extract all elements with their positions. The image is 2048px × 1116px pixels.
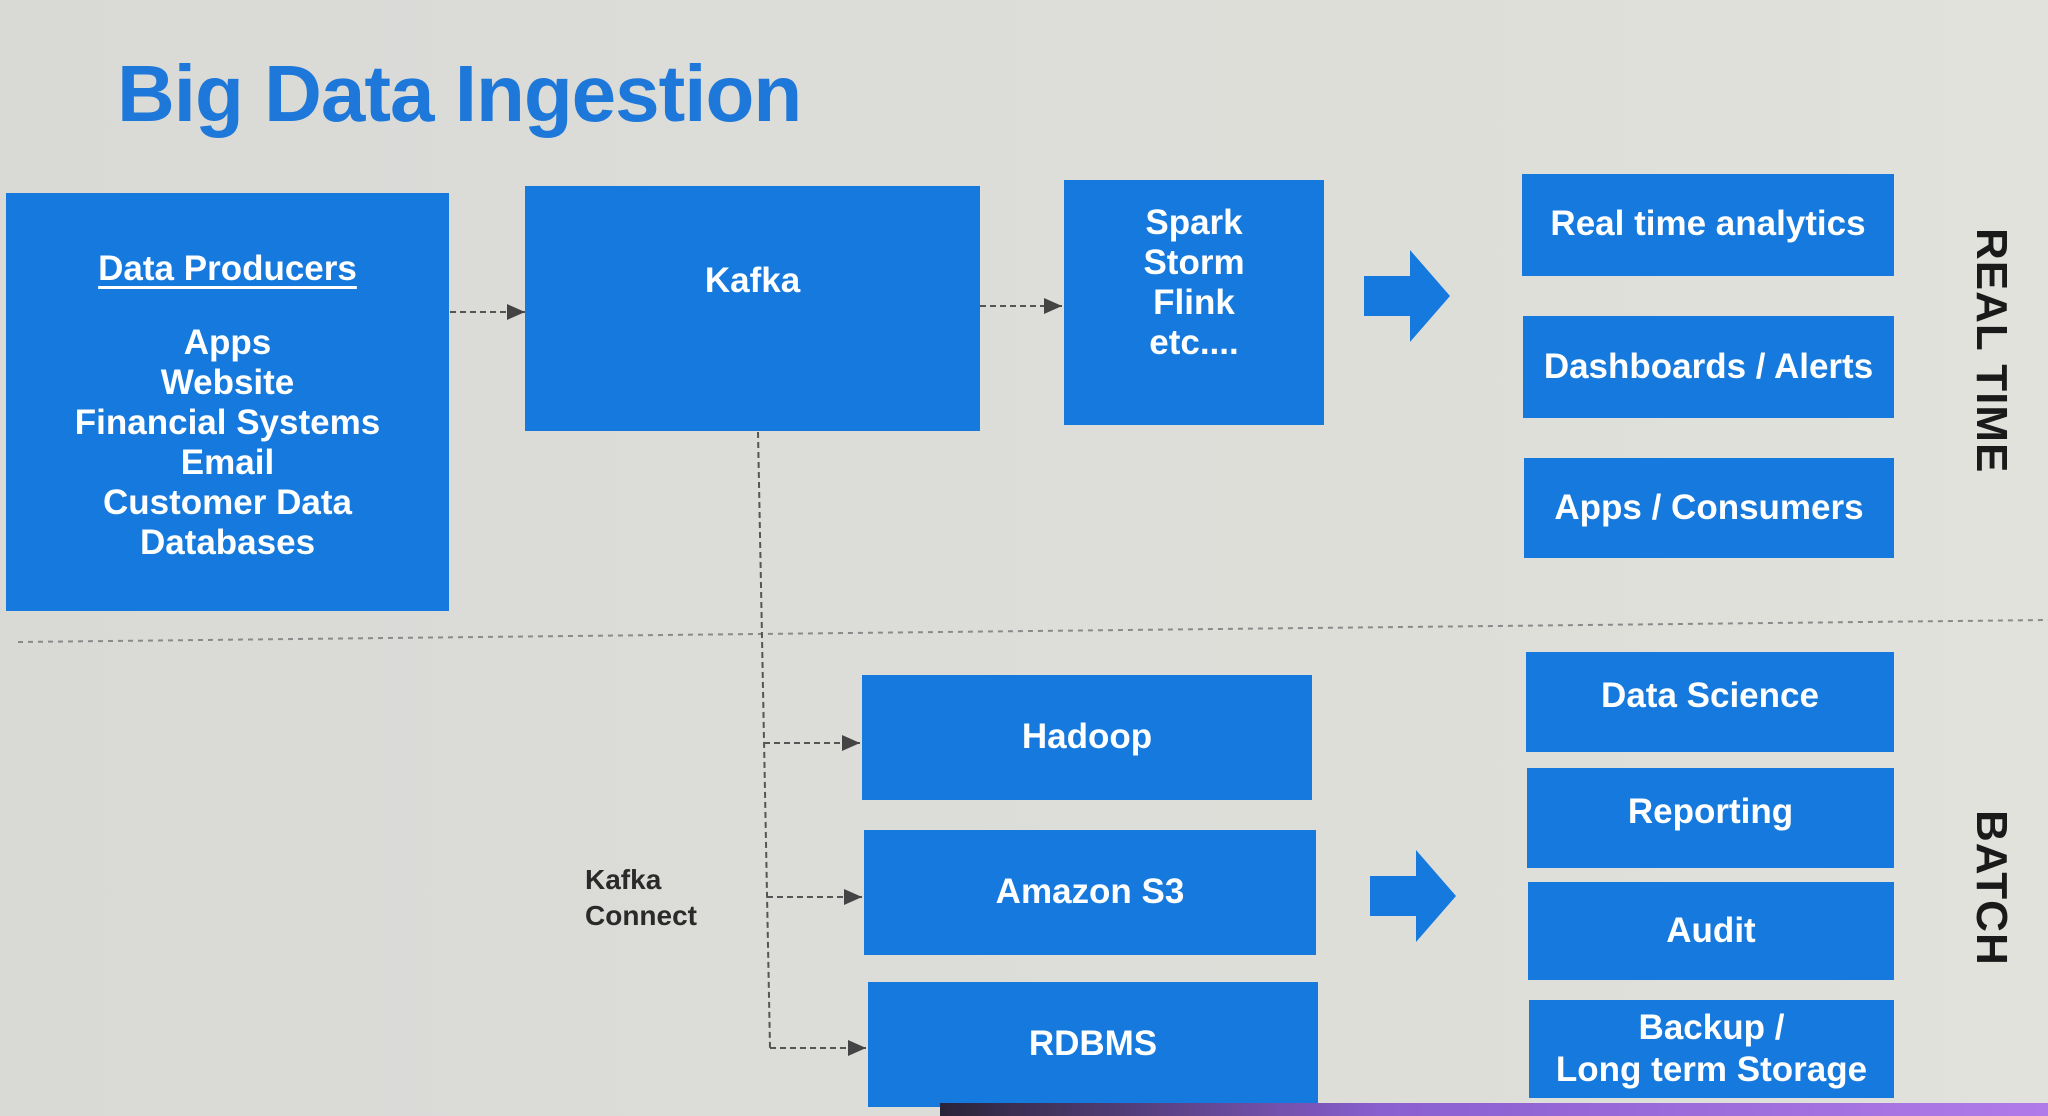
batch-section-label: BATCH <box>1967 810 2016 966</box>
realtime-output-box: Real time analytics <box>1522 174 1894 276</box>
kafka-label: Kafka <box>704 261 801 301</box>
realtime-output-box: Dashboards / Alerts <box>1523 316 1894 418</box>
right-arrow-icon <box>1364 250 1450 342</box>
realtime-output-label: Apps / Consumers <box>1554 487 1864 527</box>
kafka-connect-line: Kafka <box>585 864 662 895</box>
processor-item: Storm <box>1143 242 1245 282</box>
batch-output-box: Data Science <box>1526 652 1894 752</box>
producer-item: Website <box>160 363 295 403</box>
realtime-output-box: Apps / Consumers <box>1524 458 1894 558</box>
realtime-output-label: Real time analytics <box>1550 203 1866 243</box>
data-producers-box: Data Producers Apps Website Financial Sy… <box>6 193 449 611</box>
producer-item: Customer Data <box>103 483 352 523</box>
batch-output-label: Long term Storage <box>1555 1050 1868 1089</box>
batch-output-box: Audit <box>1528 882 1894 980</box>
batch-store-box: Amazon S3 <box>864 830 1316 955</box>
data-producers-heading: Data Producers <box>98 248 357 288</box>
batch-output-label: Data Science <box>1601 675 1819 715</box>
screen-bottom-edge <box>940 1103 2048 1116</box>
producer-item: Databases <box>139 523 316 563</box>
realtime-output-label: Dashboards / Alerts <box>1543 346 1874 386</box>
batch-output-label: Audit <box>1666 910 1756 950</box>
batch-output-box: Reporting <box>1527 768 1894 868</box>
producer-item: Financial Systems <box>74 403 381 443</box>
batch-output-label: Backup / <box>1638 1008 1785 1047</box>
realtime-section-label: REAL TIME <box>1967 228 2016 474</box>
batch-store-label: Hadoop <box>1021 717 1153 757</box>
batch-output-label: Reporting <box>1627 791 1794 831</box>
kafka-box: Kafka <box>525 186 980 431</box>
processor-item: Flink <box>1153 282 1235 322</box>
producer-item: Email <box>180 443 275 483</box>
processor-item: Spark <box>1145 202 1243 242</box>
batch-store-label: Amazon S3 <box>995 872 1185 912</box>
kafka-connect-label: Kafka Connect <box>585 862 697 934</box>
producer-item: Apps <box>183 323 272 363</box>
kafka-connect-trunk <box>757 431 771 1049</box>
batch-store-box: RDBMS <box>868 982 1318 1107</box>
section-divider <box>17 619 2048 643</box>
kafka-connect-line: Connect <box>585 900 697 931</box>
right-arrow-icon <box>1370 850 1456 942</box>
processor-item: etc.... <box>1149 322 1239 362</box>
batch-store-box: Hadoop <box>862 675 1312 800</box>
stream-processors-box: Spark Storm Flink etc.... <box>1064 180 1324 425</box>
batch-store-label: RDBMS <box>1028 1024 1158 1064</box>
batch-output-box: Backup / Long term Storage <box>1529 1000 1894 1098</box>
diagram-title: Big Data Ingestion <box>117 49 802 138</box>
